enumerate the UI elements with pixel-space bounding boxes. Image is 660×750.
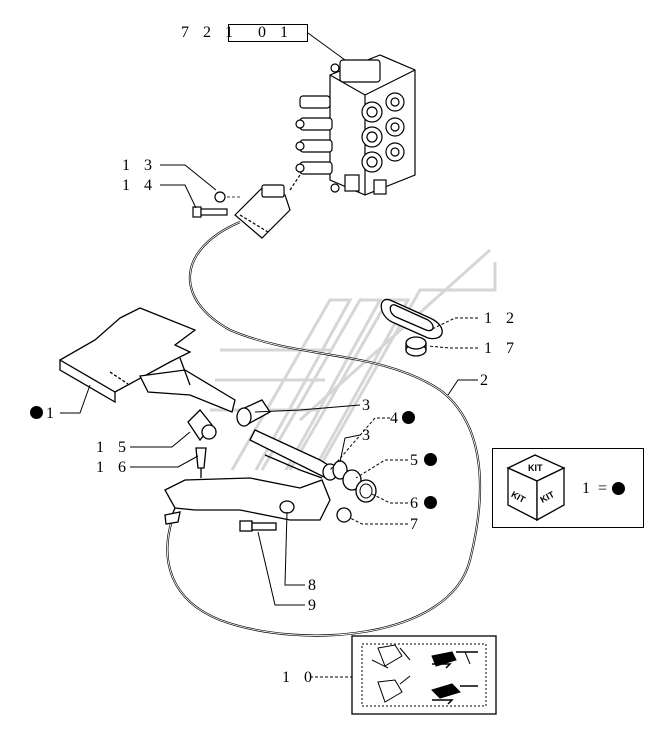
callout-3a: 3 <box>362 397 375 414</box>
callout-3b: 3 <box>362 427 375 444</box>
kit-dot-5 <box>424 453 437 466</box>
pedal-assembly <box>58 307 236 413</box>
washer-7 <box>336 507 352 523</box>
callout-1: 1 <box>46 405 59 422</box>
callout-17: 1 7 <box>484 340 519 357</box>
callout-12: 1 2 <box>484 310 519 327</box>
clamp-15 <box>187 409 217 442</box>
bolt-14 <box>192 206 228 218</box>
reference-leader <box>307 32 346 61</box>
reference-prefix: 7 2 1 <box>181 24 238 41</box>
kit-legend-dot <box>612 482 625 495</box>
kit-dot-6 <box>424 496 437 509</box>
callout-14: 1 4 <box>122 177 157 194</box>
callout-4: 4 <box>390 410 403 427</box>
callout-15: 1 5 <box>96 439 131 456</box>
seal-ring-12 <box>380 298 443 340</box>
callout-9: 9 <box>308 597 321 614</box>
pin-16 <box>195 447 207 478</box>
kit-word-top: KIT <box>528 463 543 473</box>
callout-10: 1 0 <box>282 669 317 686</box>
callout-2: 2 <box>480 372 493 389</box>
callout-7: 7 <box>410 516 423 533</box>
callout-16: 1 6 <box>96 459 131 476</box>
kit-box-icon <box>506 454 566 522</box>
callout-13: 1 3 <box>122 157 157 174</box>
control-valve-assembly <box>295 54 416 196</box>
watermark-graphic <box>210 248 497 471</box>
kit-legend-box <box>492 448 644 528</box>
cable-end-fitting <box>234 174 301 239</box>
kit-dot-1 <box>30 406 43 419</box>
washer-13 <box>214 191 226 203</box>
kit-legend-equation: 1 = <box>582 480 610 497</box>
kit-dot-4 <box>402 411 415 424</box>
reference-code: 0 1 <box>258 24 293 41</box>
reference-code-box <box>228 24 308 42</box>
ring-5 <box>342 469 362 491</box>
bushing-17 <box>405 336 427 357</box>
callout-5: 5 <box>410 452 423 469</box>
callout-8: 8 <box>308 577 321 594</box>
decal-10 <box>351 635 497 715</box>
bolt-9 <box>239 520 277 532</box>
callout-leader-lines <box>60 164 478 678</box>
callout-6: 6 <box>410 495 423 512</box>
mounting-bracket <box>164 454 331 525</box>
